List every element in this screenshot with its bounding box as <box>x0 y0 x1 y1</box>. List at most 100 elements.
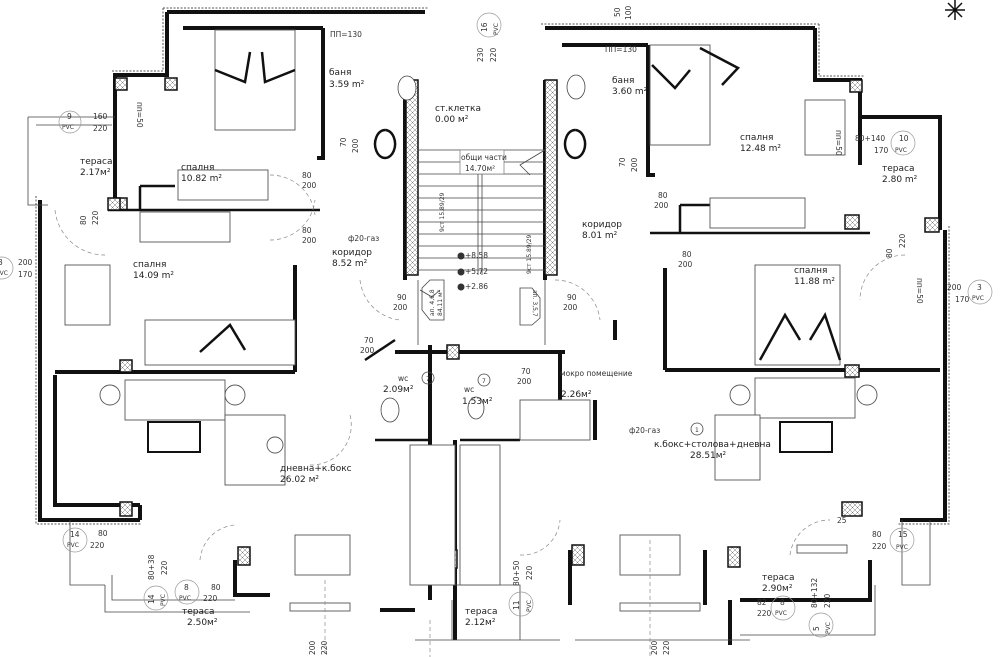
window-width: 82 <box>757 598 767 607</box>
wardrobe <box>177 169 269 201</box>
elevation-mark: +8.58 <box>465 251 488 260</box>
room-name: тераса <box>80 157 112 167</box>
apartment-label: ап. 4,6,8 <box>429 289 436 316</box>
room-name: общи части <box>461 153 507 162</box>
window-mark: 8 PVC 80 220 <box>174 579 221 605</box>
note-pp50: пп=50 <box>834 130 843 156</box>
room-area: 8.52 m² <box>332 259 368 269</box>
window-number: 16 <box>480 22 489 32</box>
door-width: 80 <box>79 215 88 225</box>
window-width: 200 <box>18 258 33 267</box>
window-type: PVC <box>775 610 787 617</box>
dining-table <box>294 534 351 576</box>
window-type: PVC <box>179 595 191 602</box>
door-height: 200 <box>302 181 317 190</box>
room-name: тераса <box>882 164 914 174</box>
room-name: тераса <box>762 573 794 583</box>
kitchen-counter <box>519 399 591 441</box>
window-width: 80+50 <box>512 560 521 586</box>
door-width: 80 <box>885 248 894 258</box>
double-bed-left <box>214 29 296 131</box>
door-height: 200 <box>563 303 578 312</box>
room-name: коридор <box>582 220 622 230</box>
room-name: спалня <box>794 266 827 276</box>
window-number: 3 <box>0 258 3 267</box>
window-mark: 15 PVC 80 220 <box>872 527 915 553</box>
window-number: 14 <box>147 594 156 604</box>
window-mark: 3 PVC 200 170 <box>947 279 993 305</box>
room-area: 2.09м² <box>383 385 414 395</box>
room-area: 2.80 m² <box>882 175 918 185</box>
window-height: 170 <box>874 146 889 155</box>
door-width: 70 <box>521 367 531 376</box>
window-width: 80 <box>98 529 108 538</box>
room-name: спалня <box>740 133 773 143</box>
room-name: коридор <box>332 248 372 258</box>
wardrobe <box>709 197 806 229</box>
room-area: 0.00 м² <box>435 115 469 125</box>
window-number: 8 <box>780 598 785 607</box>
sofa <box>754 377 856 419</box>
window-width: 200 <box>947 283 962 292</box>
door-width: 80 <box>302 226 312 235</box>
radiator <box>796 544 848 554</box>
room-name: баня <box>612 76 634 86</box>
marker: 7 <box>426 376 430 383</box>
marker: 7 <box>482 378 486 385</box>
coffee-table <box>779 421 833 453</box>
door-width: 70 <box>364 336 374 345</box>
room-name: мокро помещение <box>560 369 633 378</box>
window-width: 80+38 <box>147 554 156 580</box>
window-mark: 5 PVC 80+132 220 <box>808 578 834 638</box>
marker: 1 <box>695 427 699 434</box>
room-name: дневна+к.бокс <box>280 464 352 474</box>
room-area: 3.59 m² <box>329 80 365 90</box>
window-width: 230 <box>476 47 485 62</box>
note-pp50: пп=50 <box>135 102 144 128</box>
stair-label: 9ст 15.89/29 <box>526 234 533 274</box>
bed-left-lower <box>144 319 296 366</box>
stair-label: 9ст 15.89/29 <box>439 192 446 232</box>
dim-bottom: 200 <box>308 640 317 655</box>
door-height: 220 <box>91 210 100 225</box>
room-name: баня <box>329 68 351 78</box>
window-height: 220 <box>872 542 887 551</box>
room-area: 11.88 m² <box>794 277 835 287</box>
window-number: 5 <box>812 626 821 631</box>
door-width: 70 <box>618 157 627 167</box>
window-mark: 3 PVC 200 170 <box>0 256 33 280</box>
door-width: 80 <box>658 191 668 200</box>
room-name: тераса <box>182 607 214 617</box>
window-type: PVC <box>0 270 8 277</box>
door-marks: 80 200 80 200 80 220 70 200 90 200 90 20… <box>79 137 907 386</box>
door-width: 70 <box>339 137 348 147</box>
door-width: 90 <box>397 293 407 302</box>
room-area: 2.17м² <box>80 168 111 178</box>
window-mark: 11 PVC 80+50 220 <box>508 560 534 617</box>
walls <box>27 7 950 645</box>
window-height: 220 <box>489 47 498 62</box>
window-type: PVC <box>493 23 500 35</box>
plan-notes: ПП=130 ПП=130 пп=50 пп=50 пп=50 ф20-газ … <box>135 30 924 436</box>
note-pp50: пп=50 <box>915 278 924 304</box>
window-height: 220 <box>757 609 772 618</box>
room-name: ст.клетка <box>435 104 481 114</box>
window-height: 220 <box>203 594 218 603</box>
room-area: 2.90м² <box>762 584 793 594</box>
door-height: 200 <box>360 346 375 355</box>
furniture <box>64 29 878 657</box>
room-area: 2.50м² <box>187 618 218 628</box>
window-number: 14 <box>70 530 80 539</box>
wardrobe <box>139 211 231 243</box>
door-height: 200 <box>302 236 317 245</box>
room-area: 2.26м² <box>561 390 592 400</box>
room-labels: тераса 2.17м² спалня 10.82 m² баня 3.59 … <box>80 68 918 628</box>
door-height: 200 <box>654 201 669 210</box>
window-type: PVC <box>526 600 533 612</box>
window-type: PVC <box>972 295 984 302</box>
window-mark: 14 PVC 80 220 <box>62 527 108 553</box>
dim-bottom: 220 <box>662 640 671 655</box>
window-height: 220 <box>90 541 105 550</box>
elevation-mark: +5.72 <box>465 267 488 276</box>
dim-bottom: 200 <box>650 640 659 655</box>
